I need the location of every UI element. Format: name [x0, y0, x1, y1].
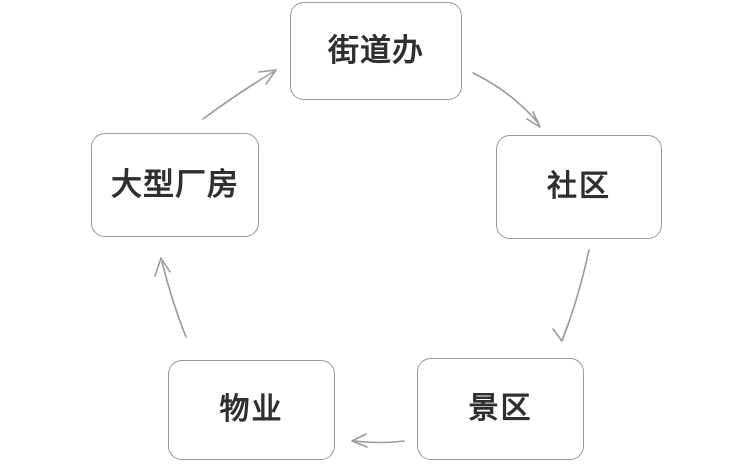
node-label: 景区 — [468, 391, 533, 426]
arrowhead-icon — [154, 257, 171, 277]
arrowhead-icon — [552, 321, 570, 342]
edge-community-to-scenic — [552, 249, 590, 342]
edge-factory-to-street — [202, 69, 277, 120]
node-label: 物业 — [219, 392, 284, 427]
arrowhead-icon — [526, 111, 541, 128]
node-community[interactable]: 社区 — [496, 135, 662, 239]
node-large-factory[interactable]: 大型厂房 — [91, 133, 259, 237]
edge-street-to-community — [472, 72, 541, 128]
edge-property-to-factory — [154, 257, 187, 338]
node-label: 社区 — [547, 169, 611, 204]
node-label: 大型厂房 — [111, 166, 239, 203]
edge-scenic-to-property — [351, 433, 405, 448]
arrowhead-icon — [351, 433, 368, 448]
node-street-office[interactable]: 街道办 — [290, 2, 462, 100]
node-scenic-area[interactable]: 景区 — [417, 358, 584, 460]
arrowhead-icon — [258, 69, 277, 85]
node-property-management[interactable]: 物业 — [168, 360, 335, 460]
node-label: 街道办 — [328, 32, 424, 69]
